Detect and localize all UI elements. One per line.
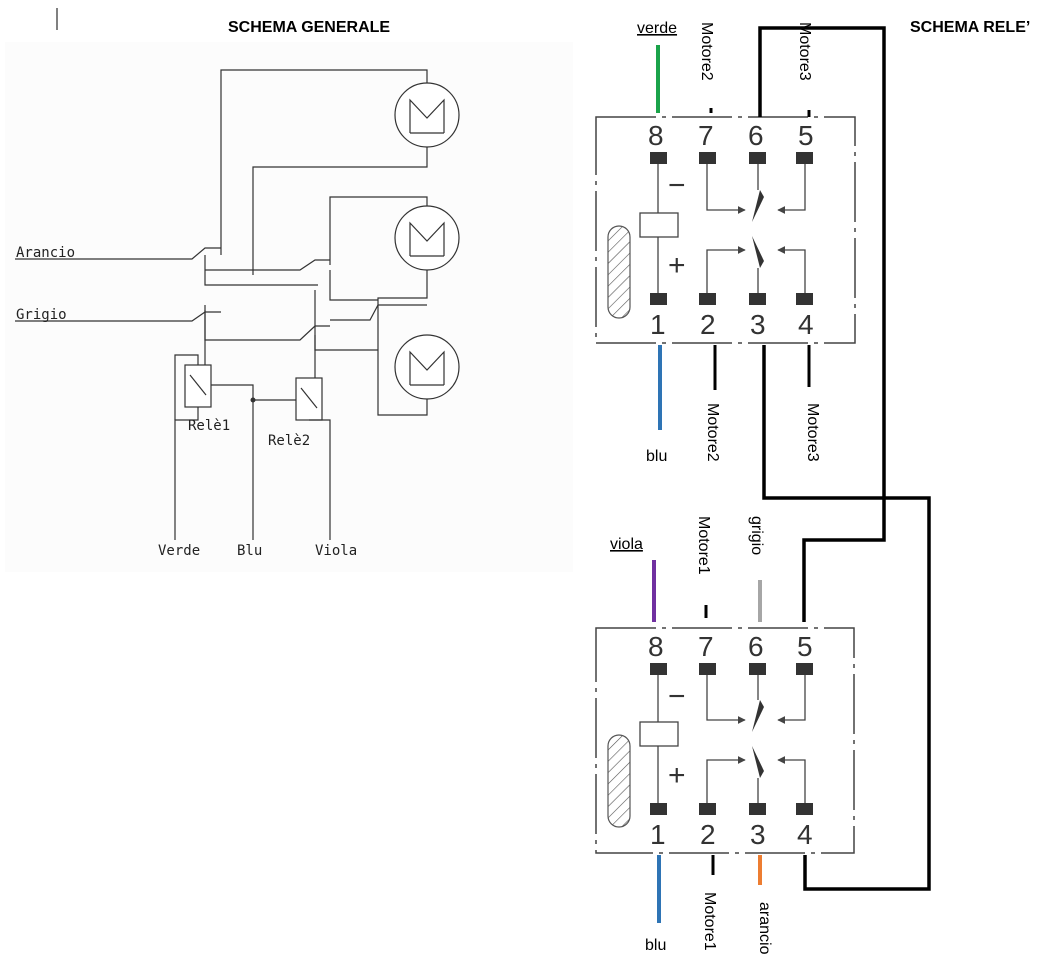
relay-bottom-pin-5: 5 (797, 631, 813, 662)
label-top-motore3-top: Motore3 (796, 22, 813, 81)
label-top-motore3-bottom: Motore3 (804, 403, 821, 462)
relay-top-minus: − (668, 169, 686, 202)
relay-bottom-pin-1: 1 (650, 819, 666, 850)
label-top-verde: verde (637, 20, 677, 37)
relay-1-coil (184, 364, 212, 408)
label-bottom-viola: viola (610, 536, 643, 553)
label-blu: Blu (237, 543, 262, 559)
label-rele1: Relè1 (188, 418, 230, 434)
relay-bottom-pin-8: 8 (648, 631, 664, 662)
label-grigio: Grigio (16, 307, 67, 323)
relay-top-pin-1: 1 (650, 309, 666, 340)
label-top-blu: blu (646, 448, 667, 465)
label-bottom-motore1-bottom: Motore1 (701, 892, 718, 951)
label-bottom-arancio: arancio (756, 902, 773, 955)
relay-bottom-pin-7: 7 (698, 631, 714, 662)
relay-schema-title: SCHEMA RELE’ (910, 19, 1030, 36)
label-bottom-blu: blu (645, 937, 666, 954)
relay-top-pin-3: 3 (750, 309, 766, 340)
motor-2 (394, 205, 460, 271)
relay-bottom-minus: − (668, 680, 686, 713)
relay-top-pin-4: 4 (798, 309, 814, 340)
relay-bottom: 8 7 6 5 1 2 3 4 (595, 627, 855, 854)
relay-bottom-pin-2: 2 (700, 819, 716, 850)
relay-top-pin-6: 6 (748, 120, 764, 151)
relay-top-pin-7: 7 (698, 120, 714, 151)
relay-top: 8 7 6 5 1 2 3 4 (595, 116, 856, 344)
interconnect-wires (758, 26, 931, 891)
relay-top-plus: + (668, 249, 686, 282)
relay-top-pin-8: 8 (648, 120, 664, 151)
relay-top-pin-5: 5 (798, 120, 814, 151)
label-rele2: Relè2 (268, 433, 310, 449)
label-verde: Verde (158, 543, 200, 559)
label-top-motore2-bottom: Motore2 (704, 403, 721, 462)
relay-bottom-pin-4: 4 (797, 819, 813, 850)
motor-1 (394, 82, 460, 148)
relay-top-led (607, 225, 631, 319)
label-bottom-grigio: grigio (748, 516, 765, 555)
relay-top-pin-2: 2 (700, 309, 716, 340)
label-viola: Viola (315, 543, 357, 559)
general-schema: Arancio Grigio Relè1 Relè2 Verde Blu Vio… (5, 42, 573, 572)
general-schema-title: SCHEMA GENERALE (228, 19, 390, 36)
label-bottom-motore1-top: Motore1 (695, 516, 712, 575)
relay-2-coil (295, 377, 323, 421)
label-top-motore2-top: Motore2 (698, 22, 715, 81)
label-arancio: Arancio (16, 245, 75, 261)
relay-bottom-plus: + (668, 759, 686, 792)
motor-3 (394, 334, 460, 400)
relay-bottom-pin-3: 3 (750, 819, 766, 850)
relay-bottom-pin-6: 6 (748, 631, 764, 662)
relay-bottom-led (607, 734, 631, 828)
